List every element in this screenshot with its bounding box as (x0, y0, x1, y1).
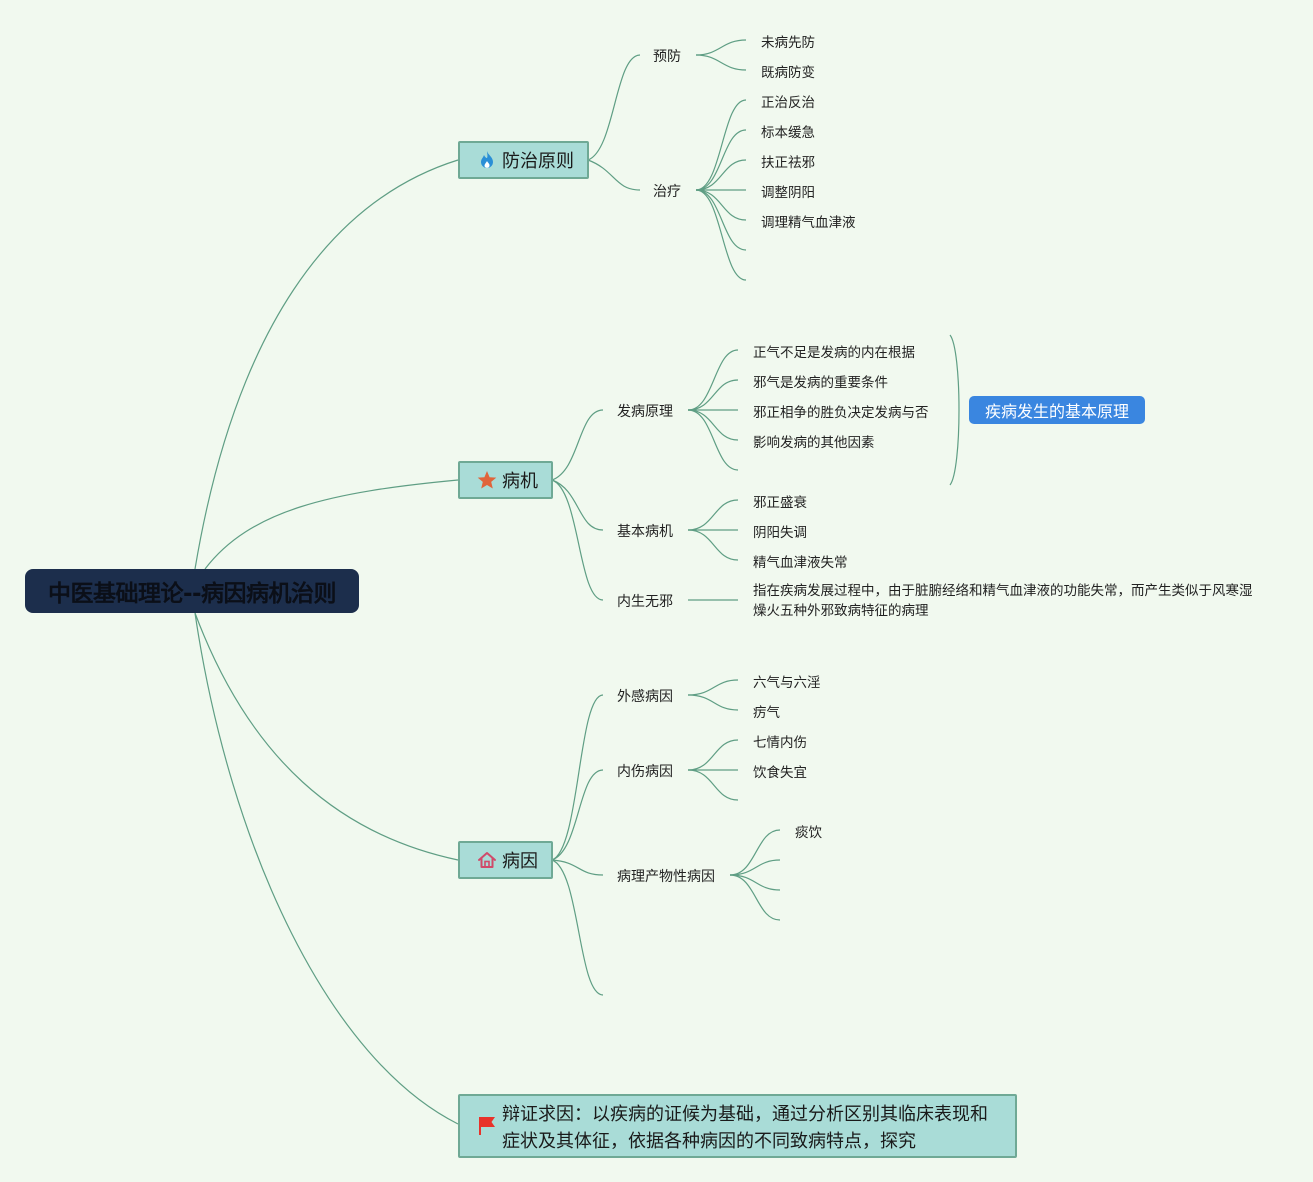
leaf-neishang-2[interactable]: 饮食失宜 (753, 765, 807, 781)
leaf-fabing-2[interactable]: 邪气是发病的重要条件 (753, 375, 888, 391)
topic-bianzheng[interactable]: 辩证求因：以疾病的证候为基础，通过分析区别其临床表现和症状及其体征，依据各种病因… (458, 1094, 1017, 1158)
leaf-chanwu-1[interactable]: 痰饮 (795, 825, 822, 841)
flag-icon (476, 1114, 498, 1136)
fire-icon (476, 149, 498, 171)
subtopic-chanwu[interactable]: 病理产物性病因 (617, 869, 715, 885)
leaf-jiben-1[interactable]: 邪正盛衰 (753, 495, 807, 511)
leaf-neisheng-desc[interactable]: 指在疾病发展过程中，由于脏腑经络和精气血津液的功能失常，而产生类似于风寒湿燥火五… (753, 583, 1253, 619)
topic-fangzhi-label: 防治原则 (502, 151, 574, 172)
leaf-yufang-2[interactable]: 既病防变 (761, 65, 815, 81)
subtopic-zhiliao[interactable]: 治疗 (653, 184, 681, 200)
link-root-bingyin (194, 612, 459, 861)
link-root-bingji (204, 479, 459, 570)
leaf-jiben-3[interactable]: 精气血津液失常 (753, 555, 848, 571)
star-icon (476, 469, 498, 491)
leaf-fabing-4[interactable]: 影响发病的其他因素 (753, 435, 875, 451)
root-title: 中医基础理论--病因病机治则 (47, 581, 337, 607)
topic-fangzhi[interactable]: 防治原则 (458, 141, 589, 179)
subtopic-neishang[interactable]: 内伤病因 (617, 764, 673, 780)
link-root-fangzhi (194, 159, 459, 570)
subtopic-neisheng[interactable]: 内生无邪 (617, 594, 673, 610)
leaf-yufang-1[interactable]: 未病先防 (761, 35, 815, 51)
leaf-zhiliao-5[interactable]: 调理精气血津液 (761, 215, 856, 231)
link-root-bianzheng (194, 612, 459, 1125)
topic-bingji-label: 病机 (502, 471, 538, 492)
leaf-fabing-1[interactable]: 正气不足是发病的内在根据 (753, 345, 915, 361)
subtopic-yufang[interactable]: 预防 (653, 49, 681, 65)
topic-bingji[interactable]: 病机 (458, 461, 553, 499)
topic-bingyin[interactable]: 病因 (458, 841, 553, 879)
subtopic-waigan[interactable]: 外感病因 (617, 689, 673, 705)
topic-bingyin-label: 病因 (502, 851, 538, 872)
leaf-jiben-2[interactable]: 阴阳失调 (753, 525, 807, 541)
leaf-waigan-1[interactable]: 六气与六淫 (753, 675, 821, 691)
leaf-neishang-1[interactable]: 七情内伤 (753, 735, 807, 751)
subtopic-jiben[interactable]: 基本病机 (617, 524, 673, 540)
summary-fabing[interactable]: 疾病发生的基本原理 (969, 396, 1145, 424)
leaf-zhiliao-1[interactable]: 正治反治 (761, 95, 815, 111)
leaf-zhiliao-4[interactable]: 调整阴阳 (761, 185, 815, 201)
leaf-waigan-2[interactable]: 疠气 (753, 705, 780, 721)
topic-bianzheng-text: 辩证求因：以疾病的证候为基础，通过分析区别其临床表现和症状及其体征，依据各种病因… (502, 1104, 988, 1152)
house-icon (476, 849, 498, 871)
root-topic[interactable]: 中医基础理论--病因病机治则 (25, 569, 359, 613)
subtopic-fabing[interactable]: 发病原理 (617, 404, 673, 420)
leaf-zhiliao-3[interactable]: 扶正祛邪 (761, 155, 815, 171)
summary-bracket (949, 334, 960, 486)
leaf-zhiliao-2[interactable]: 标本缓急 (761, 125, 815, 141)
leaf-fabing-3[interactable]: 邪正相争的胜负决定发病与否 (753, 405, 929, 421)
